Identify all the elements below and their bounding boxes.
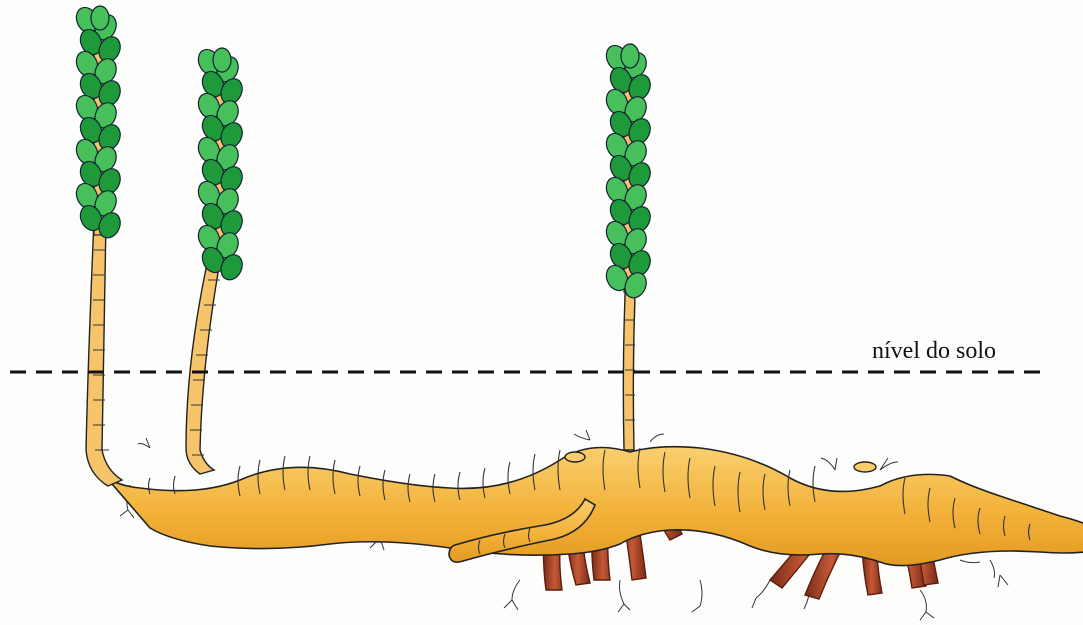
stems <box>86 220 636 486</box>
stem-left-1 <box>86 220 122 486</box>
rhizome-bud <box>565 452 585 462</box>
rhizome <box>100 447 1083 566</box>
soil-level-label: nível do solo <box>872 338 996 365</box>
leaf-tip <box>213 48 231 72</box>
leaf-tip <box>621 44 639 68</box>
leaf-tip <box>91 6 109 30</box>
leaf-clusters <box>72 4 654 301</box>
stem-rings <box>93 250 636 455</box>
stem-left-2 <box>186 250 222 474</box>
rhizome-bud <box>854 462 876 472</box>
